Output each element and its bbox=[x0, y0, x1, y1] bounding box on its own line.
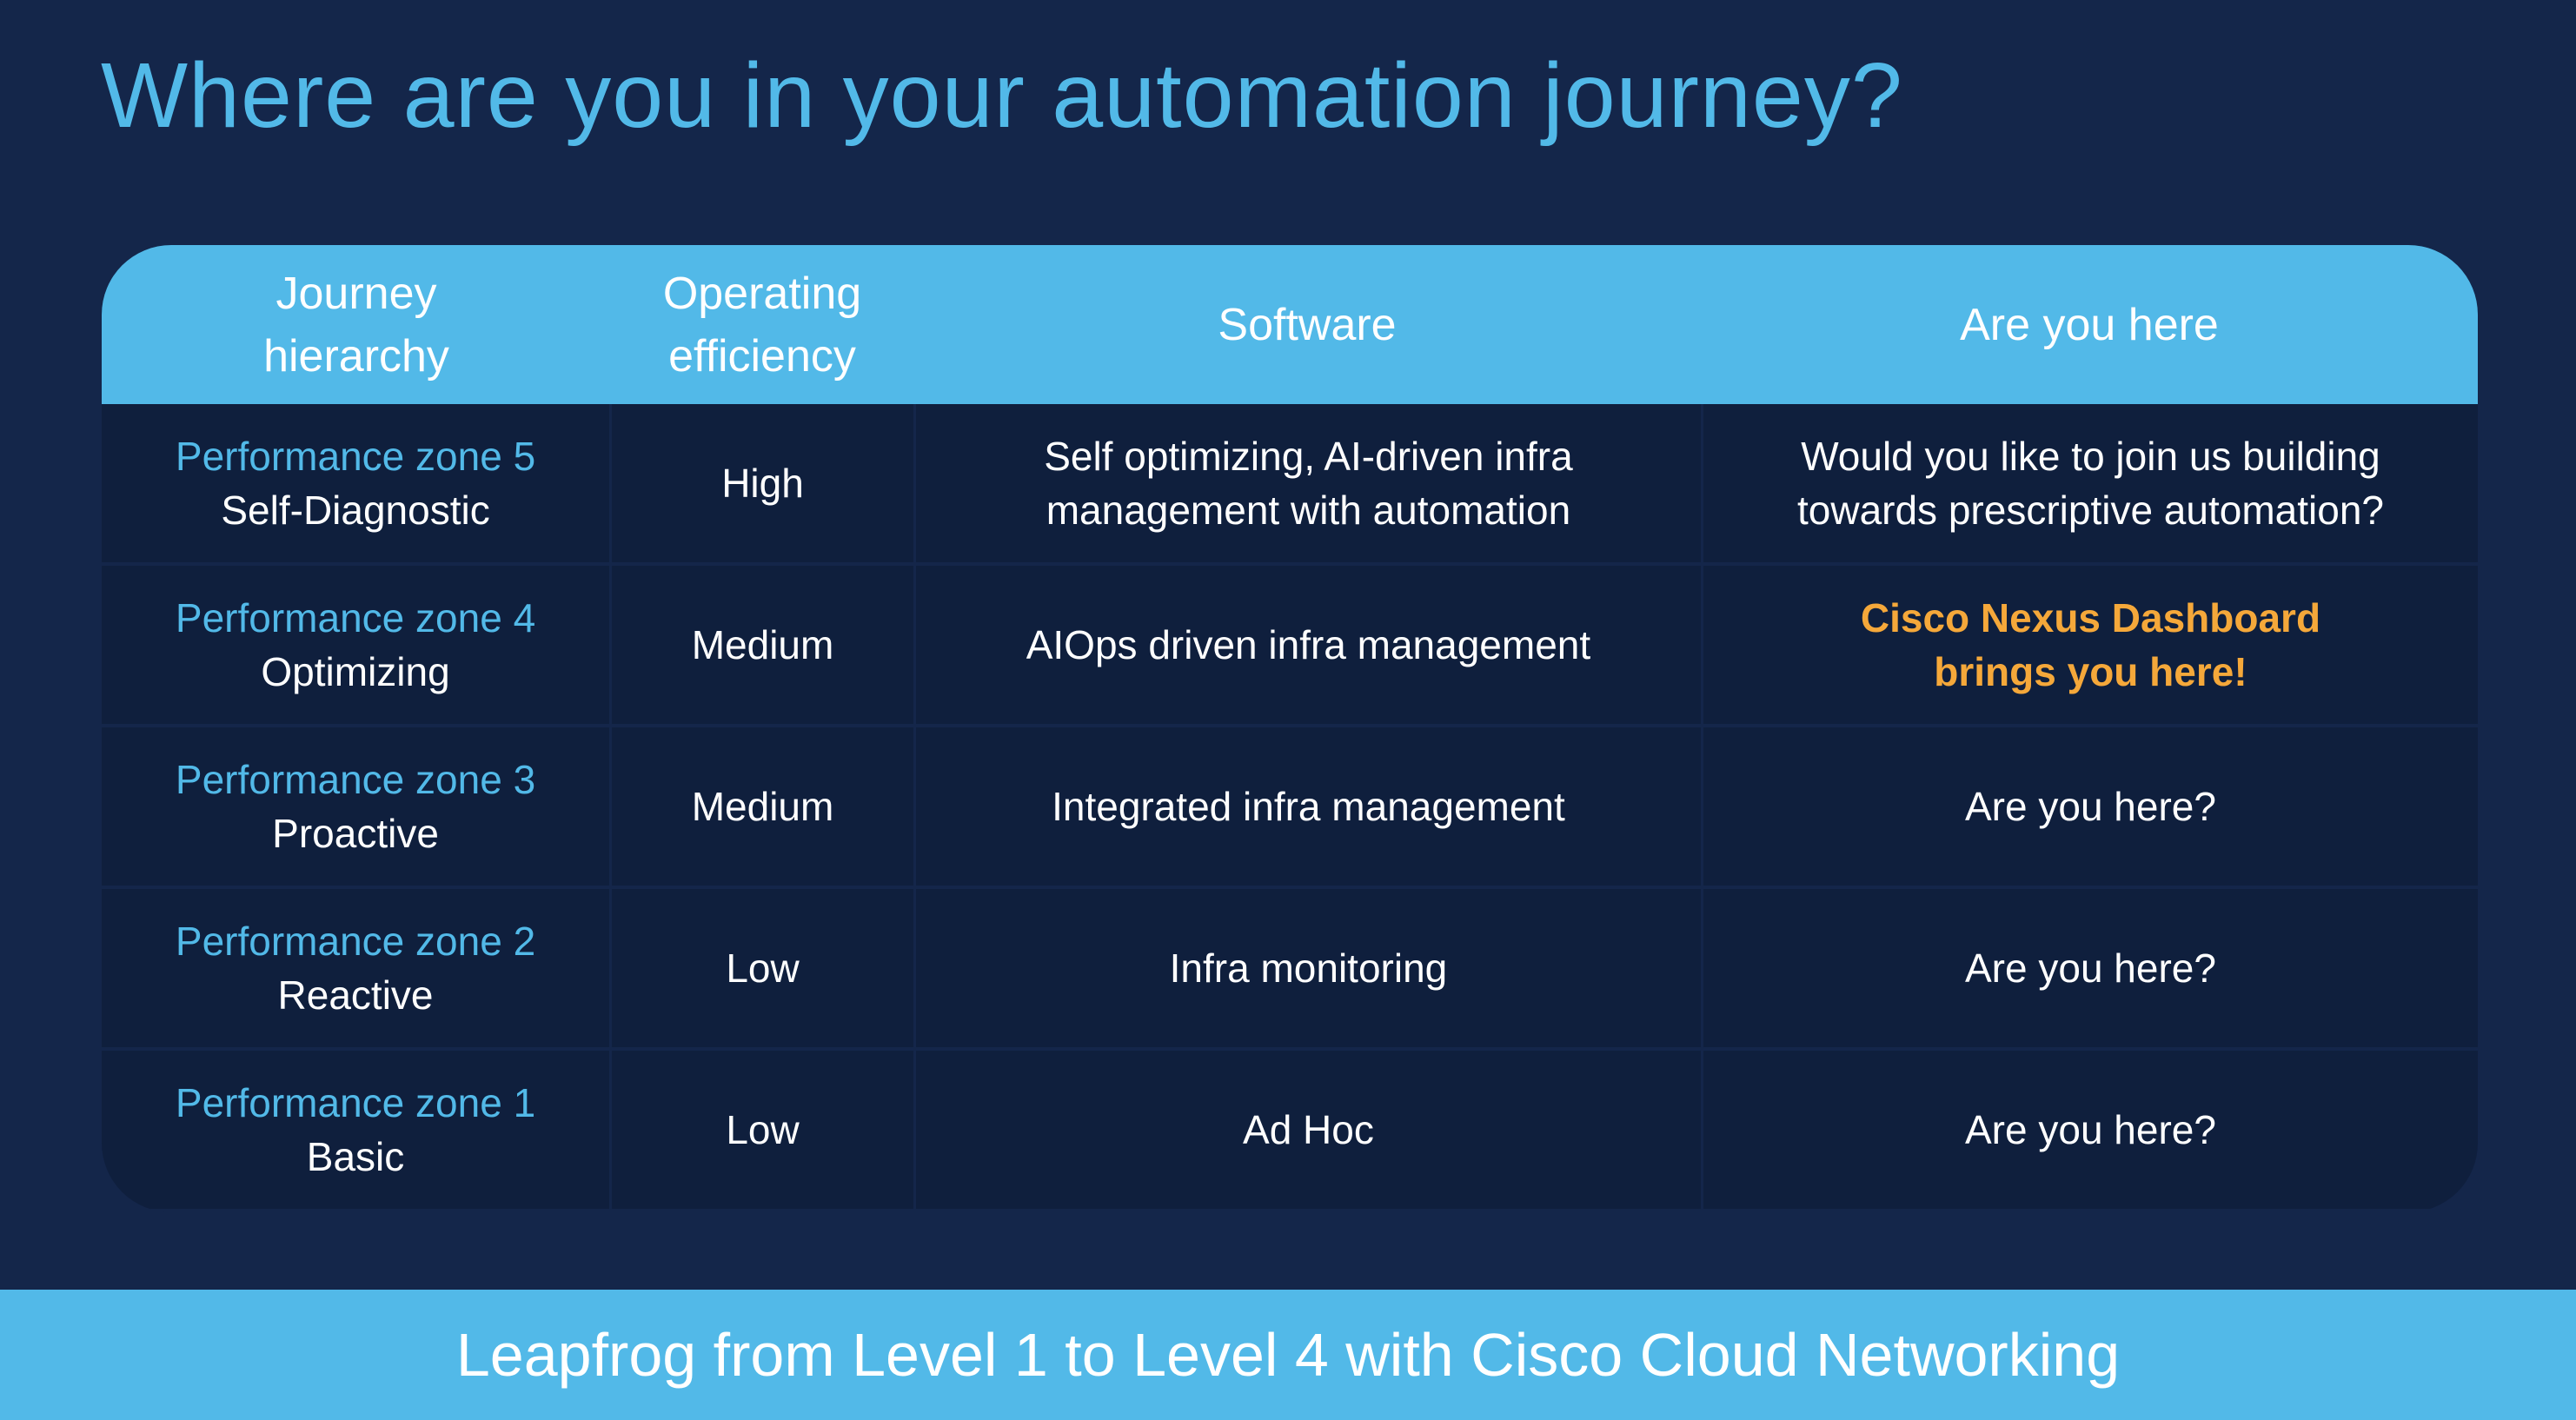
stage-label: Reactive bbox=[277, 972, 434, 1018]
cell-efficiency: Medium bbox=[612, 727, 913, 886]
journey-table: Journey hierarchy Operating efficiency Sof… bbox=[102, 245, 2478, 1212]
cell-are-you-here: Cisco Nexus Dashboard brings you here! bbox=[1703, 566, 2478, 724]
cell-text: Are you here? bbox=[1965, 1107, 2216, 1152]
cell-journey: Performance zone 5 Self-Diagnostic bbox=[102, 404, 610, 562]
cell-text: AIOps driven infra management bbox=[1026, 622, 1591, 667]
header-journey-hierarchy: Journey hierarchy bbox=[102, 245, 611, 404]
cell-text: Are you here? bbox=[1965, 784, 2216, 829]
header-line: efficiency bbox=[668, 330, 856, 382]
cell-are-you-here: Would you like to join us building toward… bbox=[1703, 404, 2478, 562]
cell-efficiency: High bbox=[612, 404, 913, 562]
zone-label: Performance zone 1 bbox=[175, 1080, 536, 1125]
efficiency-value: Medium bbox=[691, 622, 834, 667]
cell-software: Infra monitoring bbox=[915, 889, 1701, 1047]
cell-efficiency: Low bbox=[612, 889, 913, 1047]
cell-software: Ad Hoc bbox=[915, 1051, 1701, 1209]
cell-are-you-here: Are you here? bbox=[1703, 1051, 2478, 1209]
header-operating-efficiency: Operating efficiency bbox=[611, 245, 913, 404]
efficiency-value: Low bbox=[726, 1107, 800, 1152]
header-are-you-here: Are you here bbox=[1960, 299, 2219, 350]
stage-label: Self-Diagnostic bbox=[221, 488, 490, 533]
page-title: Where are you in your automation journey… bbox=[101, 44, 1903, 147]
cell-text: management with automation bbox=[1046, 488, 1571, 533]
table-row: Performance zone 1 Basic Low Ad Hoc Are y… bbox=[102, 1051, 2478, 1212]
cell-journey: Performance zone 3 Proactive bbox=[102, 727, 610, 886]
cell-efficiency: Medium bbox=[612, 566, 913, 724]
cell-journey: Performance zone 4 Optimizing bbox=[102, 566, 610, 724]
stage-label: Optimizing bbox=[261, 649, 450, 694]
cell-journey: Performance zone 1 Basic bbox=[102, 1051, 610, 1209]
cell-text: Are you here? bbox=[1965, 946, 2216, 991]
header-line: hierarchy bbox=[263, 330, 449, 382]
zone-label: Performance zone 4 bbox=[175, 595, 536, 640]
header-line: Journey bbox=[276, 268, 437, 319]
cell-text: Ad Hoc bbox=[1243, 1107, 1374, 1152]
cell-software: Integrated infra management bbox=[915, 727, 1701, 886]
table-row: Performance zone 4 Optimizing Medium AIOp… bbox=[102, 566, 2478, 727]
stage-label: Basic bbox=[306, 1134, 405, 1179]
footer-banner: Leapfrog from Level 1 to Level 4 with Ci… bbox=[0, 1290, 2576, 1420]
cell-text: towards prescriptive automation? bbox=[1796, 488, 2384, 533]
cell-journey: Performance zone 2 Reactive bbox=[102, 889, 610, 1047]
cell-text: brings you here! bbox=[1934, 649, 2247, 694]
cell-text: Self optimizing, AI-driven infra bbox=[1044, 434, 1573, 479]
table-row: Performance zone 3 Proactive Medium Integ… bbox=[102, 727, 2478, 889]
table-row: Performance zone 5 Self-Diagnostic High S… bbox=[102, 404, 2478, 566]
cell-text: Infra monitoring bbox=[1169, 946, 1448, 991]
zone-label: Performance zone 5 bbox=[175, 434, 536, 479]
zone-label: Performance zone 2 bbox=[175, 919, 536, 964]
cell-text: Integrated infra management bbox=[1052, 784, 1565, 829]
table-row: Performance zone 2 Reactive Low Infra mon… bbox=[102, 889, 2478, 1051]
cell-are-you-here: Are you here? bbox=[1703, 889, 2478, 1047]
cell-software: AIOps driven infra management bbox=[915, 566, 1701, 724]
stage-label: Proactive bbox=[272, 811, 439, 856]
efficiency-value: Low bbox=[726, 946, 800, 991]
cell-software: Self optimizing, AI-driven infra manageme… bbox=[915, 404, 1701, 562]
table-header: Journey hierarchy Operating efficiency Sof… bbox=[102, 245, 2478, 404]
zone-label: Performance zone 3 bbox=[175, 757, 536, 802]
cell-are-you-here: Are you here? bbox=[1703, 727, 2478, 886]
header-software: Software bbox=[1218, 299, 1397, 350]
efficiency-value: Medium bbox=[691, 784, 834, 829]
cell-text: Cisco Nexus Dashboard bbox=[1860, 595, 2321, 640]
header-line: Operating bbox=[662, 268, 862, 319]
cell-efficiency: Low bbox=[612, 1051, 913, 1209]
cell-text: Would you like to join us building bbox=[1801, 434, 2380, 479]
efficiency-value: High bbox=[721, 461, 804, 506]
